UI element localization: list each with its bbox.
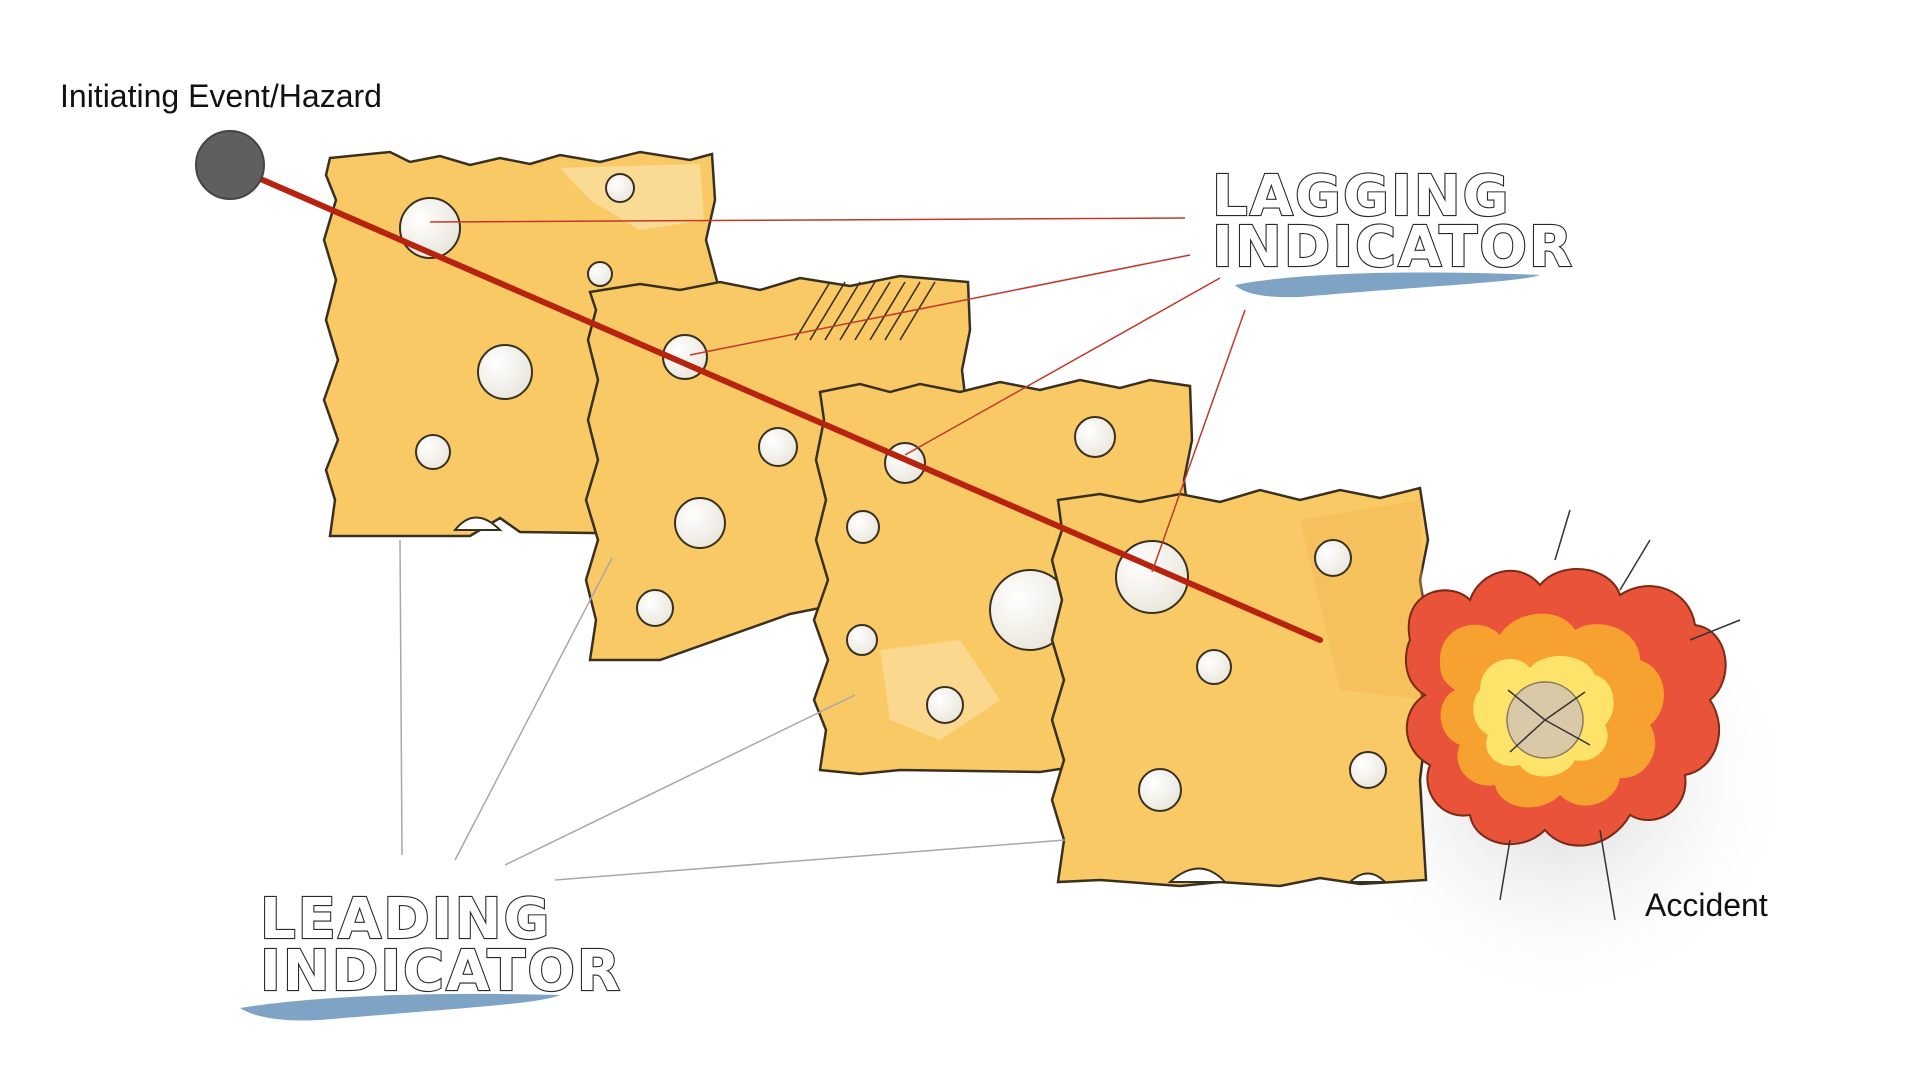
cheese-slice-1-holes (399, 173, 635, 531)
leading-underline (240, 993, 560, 1021)
lagging-indicator-leaders (429, 217, 1246, 573)
cheese-slice-2-holes (636, 334, 798, 627)
accident-label: Accident (1645, 887, 1768, 923)
hatch-mark (794, 281, 936, 341)
initiating-event-label: Initiating Event/Hazard (60, 78, 382, 114)
leading-indicator-line2: INDICATOR (260, 939, 622, 1004)
cheese-slice-4 (1050, 486, 1430, 888)
lagging-indicator-line1: LAGGING (1212, 164, 1511, 229)
leading-indicator-line1: LEADING (260, 887, 551, 952)
lagging-indicator-line2: INDICATOR (1212, 215, 1574, 280)
hazard-source-dot (195, 130, 265, 200)
accident-explosion (1404, 509, 1741, 921)
leading-indicator-leaders (399, 539, 1066, 881)
hazard-trajectory (237, 167, 1323, 643)
lagging-underline (1235, 272, 1540, 298)
